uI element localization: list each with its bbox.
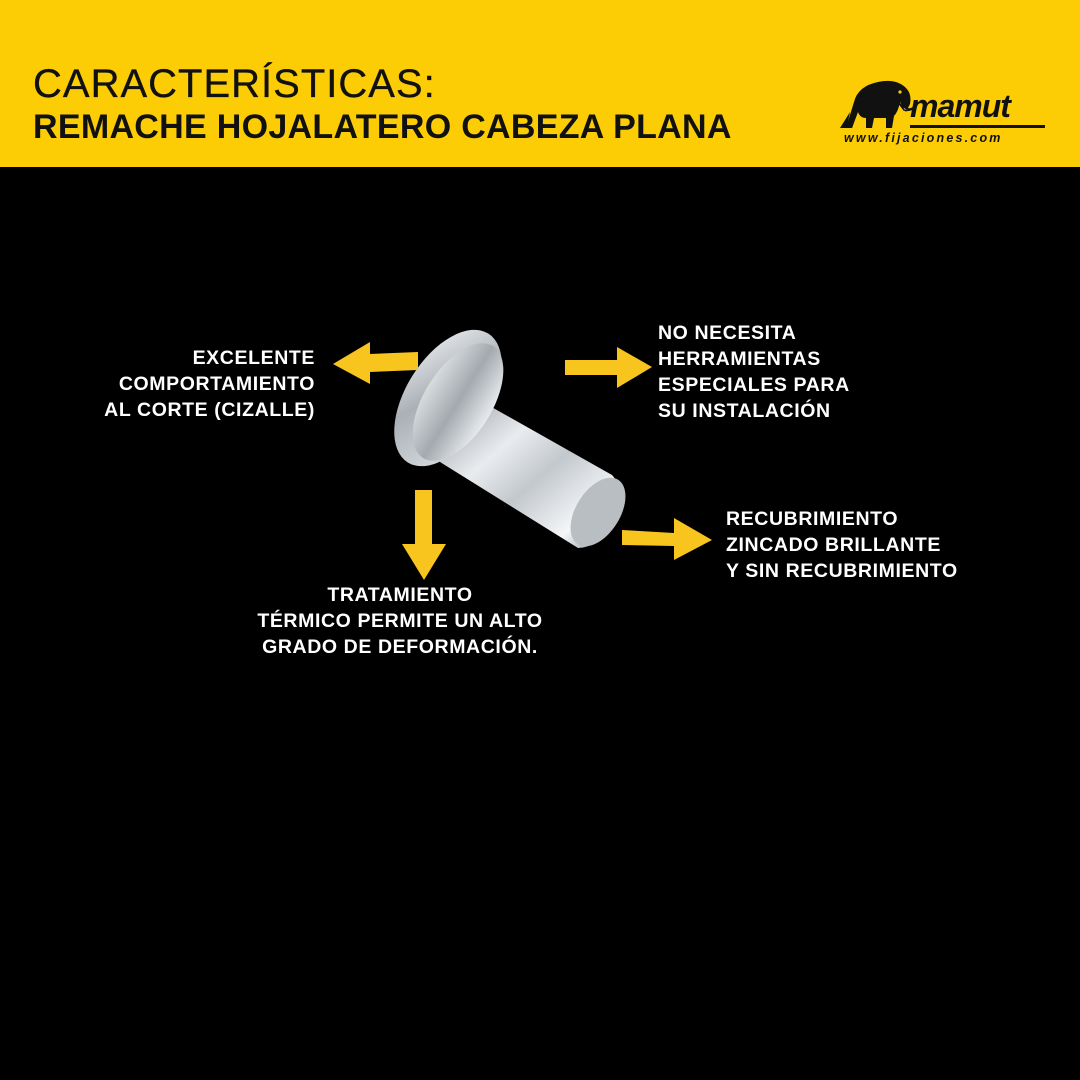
feature-text-line: AL CORTE (CIZALLE): [104, 399, 315, 421]
feature-text-line: Y SIN RECUBRIMIENTO: [726, 560, 958, 582]
brand-underline: [910, 125, 1045, 128]
feature-shear-resistance: EXCELENTE COMPORTAMIENTO AL CORTE (CIZAL…: [60, 345, 315, 423]
arrow-right-bottom: [622, 518, 712, 560]
brand-url: www.fijaciones.com: [844, 131, 1003, 145]
rivet-head: [394, 329, 504, 467]
brand-name: mamut: [910, 88, 1011, 124]
brand-logo: mamut www.fijaciones.com: [840, 72, 1045, 152]
feature-text-line: NO NECESITA: [658, 322, 797, 344]
feature-text-line: TRATAMIENTO: [327, 584, 473, 606]
header-banner: CARACTERÍSTICAS: REMACHE HOJALATERO CABE…: [0, 0, 1080, 167]
title-characteristics: CARACTERÍSTICAS:: [33, 62, 436, 106]
feature-text-line: RECUBRIMIENTO: [726, 508, 899, 530]
feature-no-special-tools: NO NECESITA HERRAMIENTAS ESPECIALES PARA…: [658, 320, 850, 424]
title-product-name: REMACHE HOJALATERO CABEZA PLANA: [33, 108, 732, 146]
feature-text-line: TÉRMICO PERMITE UN ALTO: [257, 610, 543, 632]
arrow-right-top: [565, 347, 652, 388]
feature-text-line: ESPECIALES PARA: [658, 374, 850, 396]
feature-heat-treatment: TRATAMIENTO TÉRMICO PERMITE UN ALTO GRAD…: [220, 582, 580, 660]
feature-text-line: EXCELENTE: [192, 347, 315, 369]
feature-text-line: COMPORTAMIENTO: [118, 373, 315, 395]
feature-text-line: GRADO DE DEFORMACIÓN.: [262, 636, 538, 658]
arrow-down: [402, 490, 446, 580]
feature-zinc-coating: RECUBRIMIENTO ZINCADO BRILLANTE Y SIN RE…: [726, 506, 958, 584]
arrow-left: [333, 342, 418, 384]
feature-text-line: HERRAMIENTAS: [658, 348, 821, 370]
mammoth-icon: [840, 80, 919, 128]
feature-text-line: SU INSTALACIÓN: [658, 400, 831, 422]
feature-text-line: ZINCADO BRILLANTE: [726, 534, 941, 556]
rivet-shank: [440, 392, 626, 548]
